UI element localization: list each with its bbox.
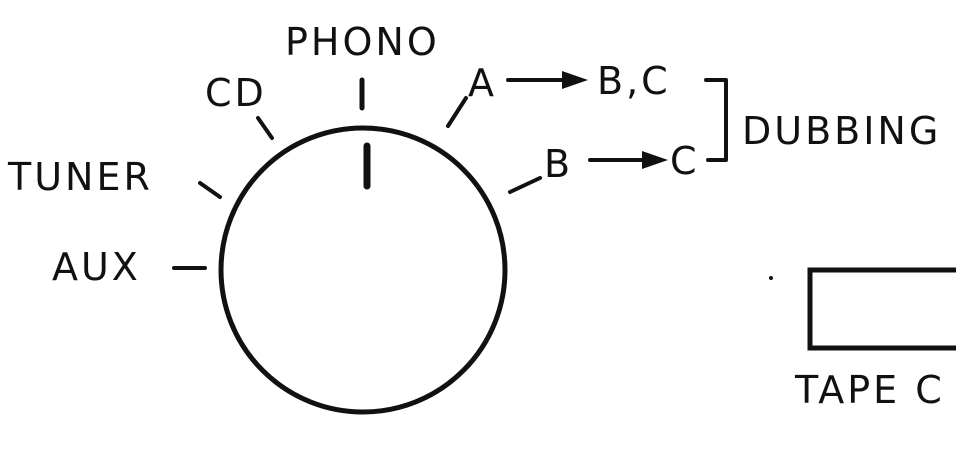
label-dub-a: A [468,61,497,105]
tape-copy-button[interactable] [807,267,956,351]
tape-copy-control[interactable]: TAPE C [794,267,956,412]
arrow-a-to-bc [506,71,588,89]
knob-body[interactable] [218,125,508,415]
input-selector-knob[interactable] [218,125,508,415]
arrow-b-to-c [588,151,668,169]
dubbing-bracket [704,78,728,162]
label-cd: CD [205,71,267,115]
position-ticks [172,77,542,270]
label-target-c: C [670,139,700,183]
tick-dub-b [508,176,542,194]
position-labels: PHONO CD TUNER AUX A B [7,20,573,289]
stray-mark [769,276,773,280]
label-aux: AUX [52,245,141,289]
label-target-bc: B,C [597,59,671,103]
dubbing-arrows [506,71,668,169]
tick-tuner [198,181,222,199]
label-phono: PHONO [285,20,440,64]
dubbing-targets: B,C C [597,59,700,183]
tick-cd [256,116,274,140]
label-tuner: TUNER [7,155,153,199]
label-dubbing: DUBBING [742,109,941,153]
label-dub-b: B [544,142,573,186]
label-tape-copy: TAPE C [794,368,945,412]
tick-dub-a [446,96,468,128]
